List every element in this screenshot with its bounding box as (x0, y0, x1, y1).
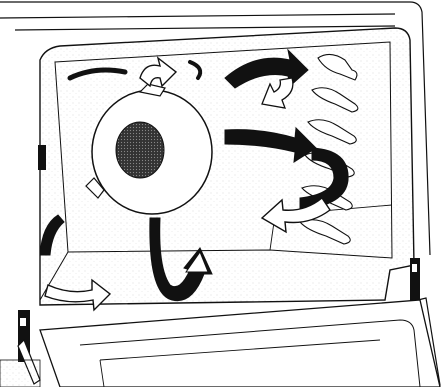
left-wall-curve-arrow (39, 214, 65, 256)
fan-to-right-arrow (224, 126, 317, 163)
oven-door-lower (0, 299, 441, 387)
bottom-left-arrow (44, 278, 112, 312)
floor-center-up-arrow-highlight (185, 250, 209, 273)
left-wall-down-arrow (38, 145, 46, 170)
top-fan-circulation-arrow (139, 56, 178, 88)
top-right-up-arrow (224, 48, 309, 89)
airflow-arrows (38, 48, 349, 312)
top-left-swoosh (67, 67, 128, 81)
top-left-swoosh-tail (188, 60, 203, 80)
right-wall-return-arrow (260, 196, 331, 234)
oven-outer-frame (0, 1, 431, 256)
right-wall-loop-arrow (299, 147, 349, 211)
top-right-return-arrow (261, 77, 294, 109)
floor-center-up-arrow (149, 217, 213, 302)
convection-fan-cover (85, 83, 213, 215)
